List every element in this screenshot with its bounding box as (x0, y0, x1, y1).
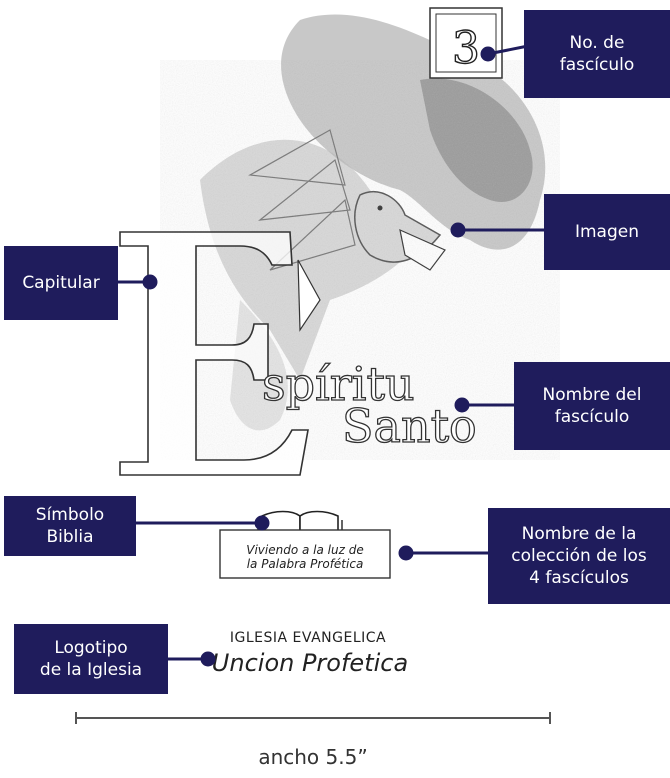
callout-collection-name: Nombre de la colección de los 4 fascícul… (488, 508, 670, 604)
collection-label-line-1: Viviendo a la luz de (246, 543, 363, 557)
dimension-line (75, 712, 551, 724)
title-line-2: Santo (342, 399, 477, 453)
callout-church-logo: Logotipo de la Iglesia (14, 624, 168, 694)
church-logo-line-2: Uncion Profetica (212, 649, 408, 677)
callout-image: Imagen (544, 194, 670, 270)
width-label: ancho 5.5” (258, 745, 368, 769)
callout-fascicle-name: Nombre del fascículo (514, 362, 670, 450)
collection-label-line-2: la Palabra Profética (247, 557, 364, 571)
connectors (118, 44, 545, 667)
collection-label-box (219, 529, 391, 579)
fascicle-number: 3 (452, 23, 480, 74)
callout-drop-cap: Capitular (4, 246, 118, 320)
callout-fascicle-number: No. de fascículo (524, 10, 670, 98)
fascicle-number-box: 3 (429, 7, 503, 79)
drop-cap-e (119, 231, 321, 476)
church-logo-line-1: IGLESIA EVANGELICA (230, 630, 386, 646)
title-line-1: spíritu (262, 357, 415, 411)
callout-bible-symbol: Símbolo Biblia (4, 496, 136, 556)
